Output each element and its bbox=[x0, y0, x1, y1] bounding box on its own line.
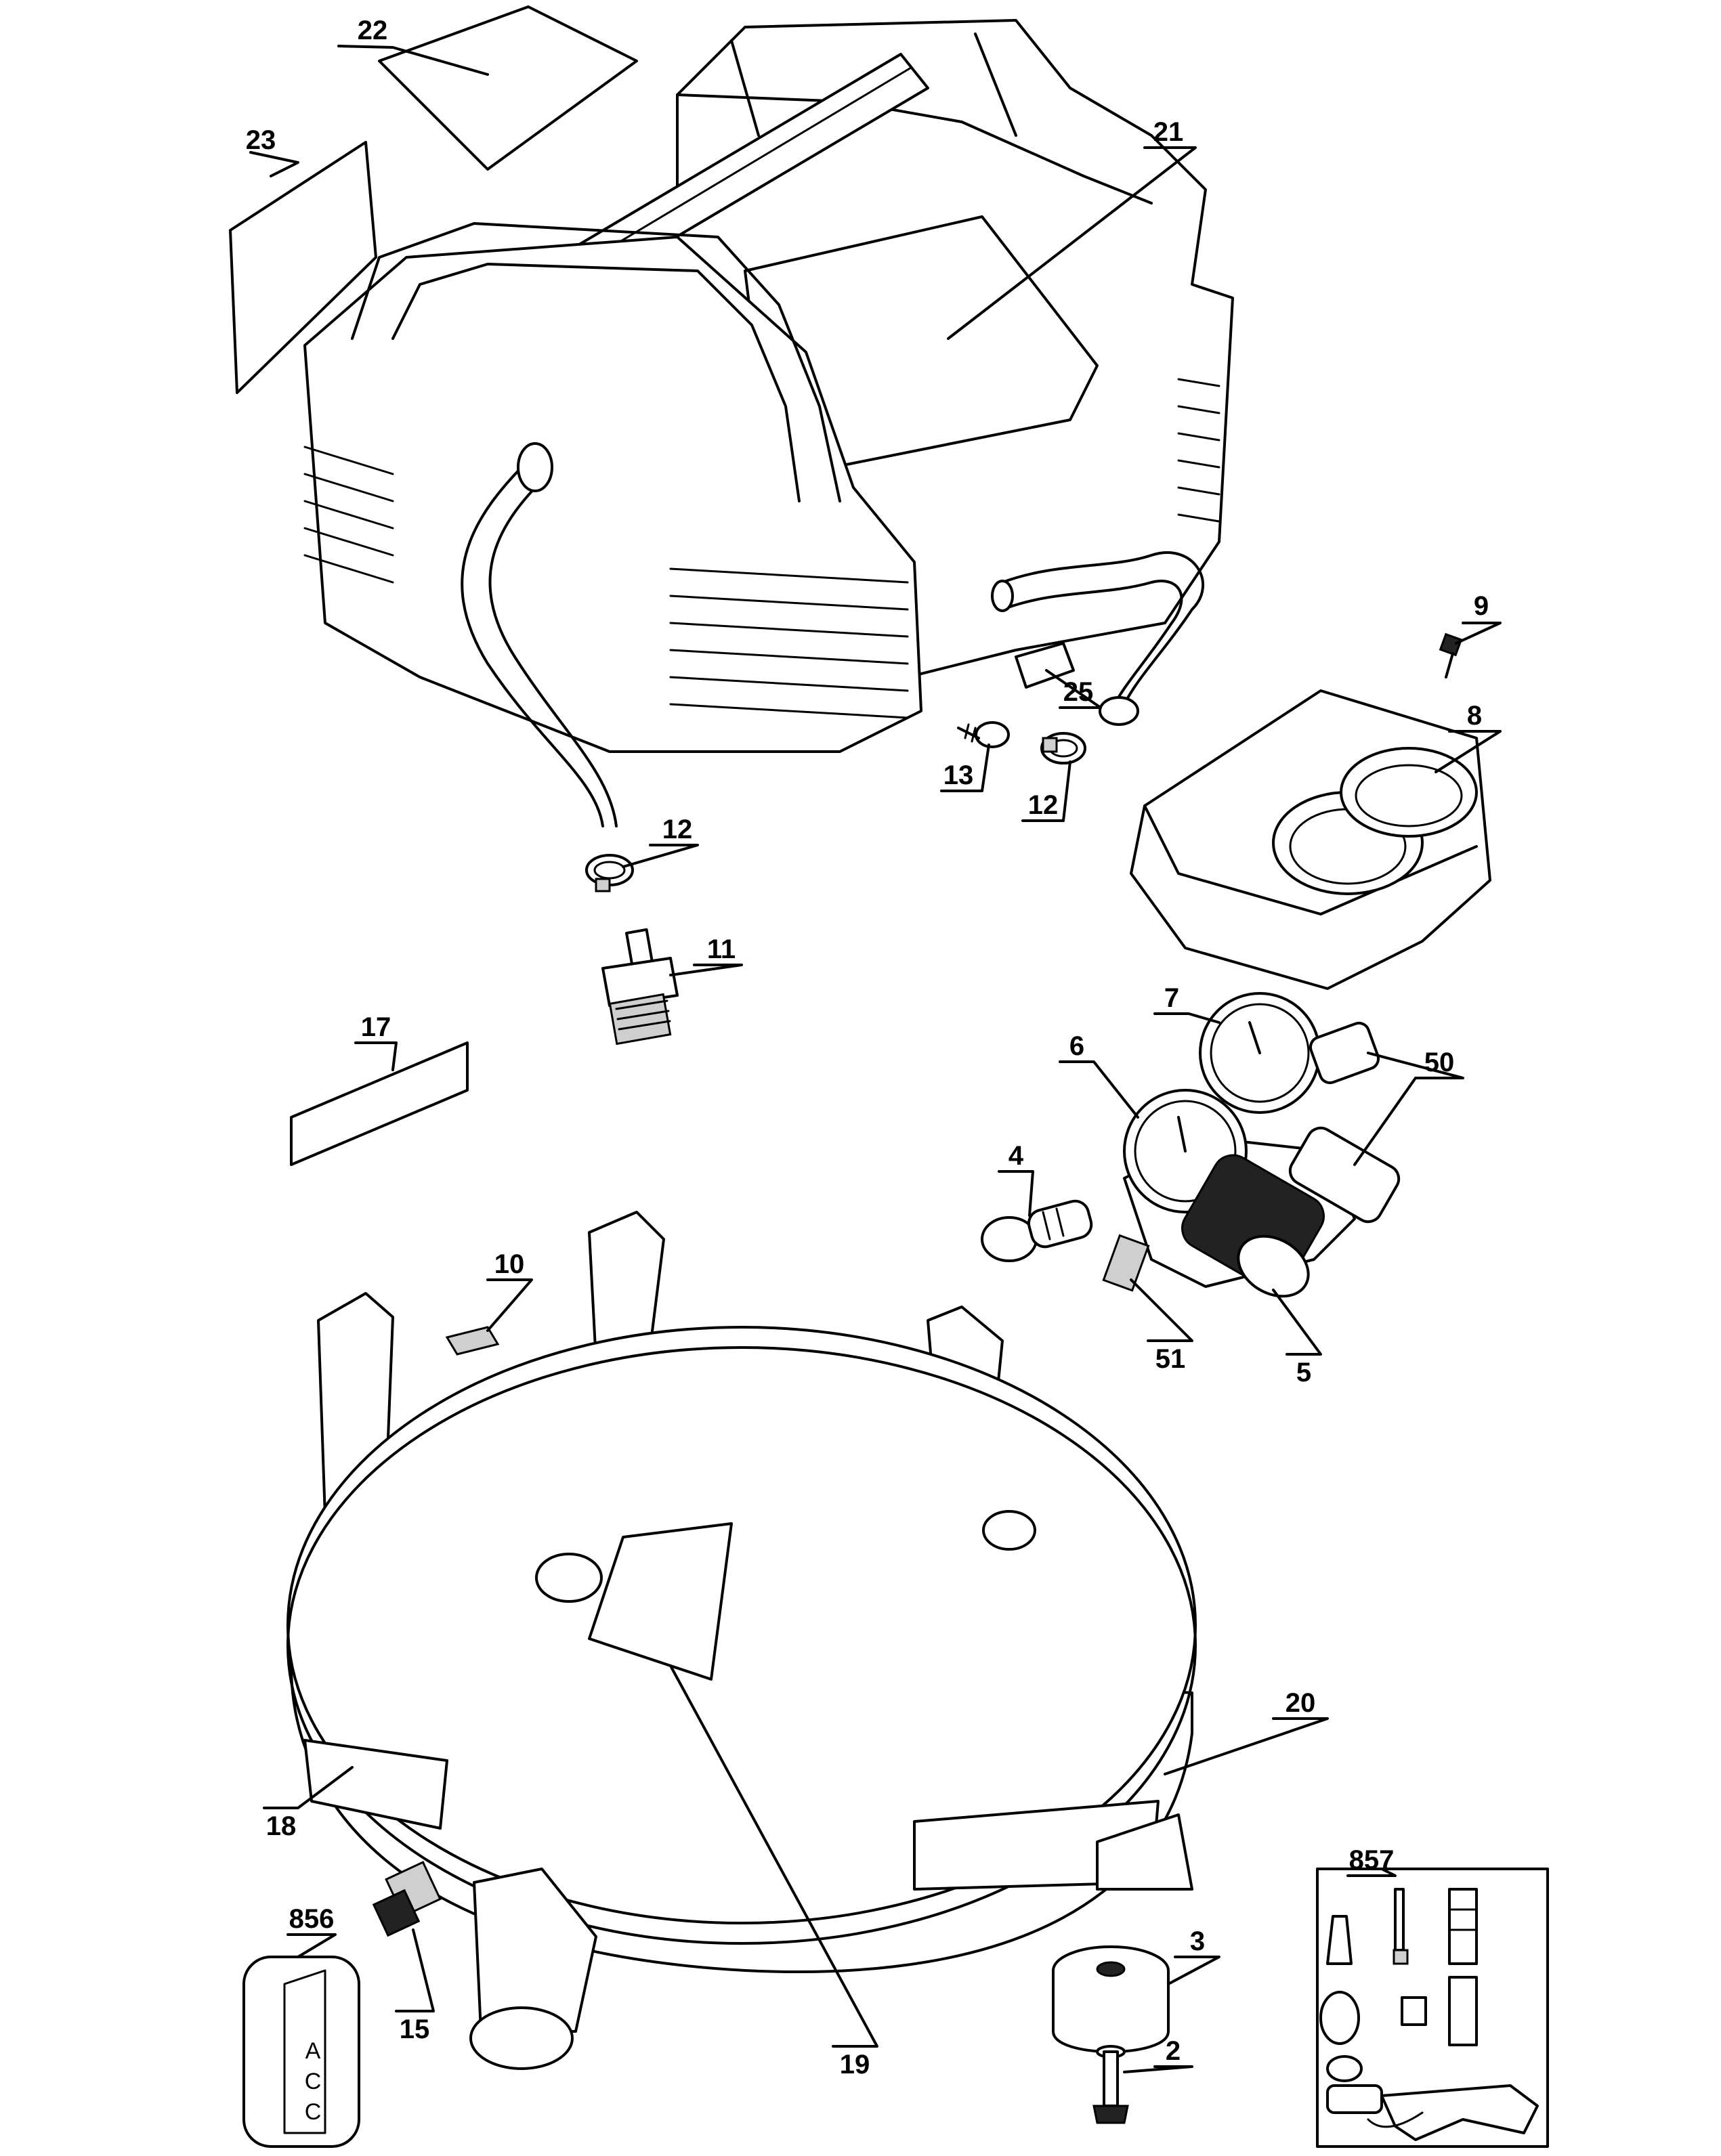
compressor-housing bbox=[303, 19, 1234, 827]
part-8-shroud bbox=[1130, 689, 1491, 990]
callout-6: 6 bbox=[1069, 1031, 1084, 1061]
label-23 bbox=[229, 141, 377, 394]
part-manifold-assembly bbox=[1102, 992, 1401, 1298]
callouts: 22 23 21 9 8 25 13 12 12 11 17 7 6 50 4 … bbox=[246, 16, 1489, 2079]
callout-13: 13 bbox=[943, 760, 974, 790]
callout-20: 20 bbox=[1286, 1688, 1316, 1718]
leader-lines bbox=[249, 45, 1502, 2073]
callout-8: 8 bbox=[1467, 701, 1482, 731]
callout-856: 856 bbox=[289, 1904, 335, 1934]
part-5-filter bbox=[1181, 1154, 1325, 1298]
callout-12-front: 12 bbox=[662, 815, 693, 844]
callout-17: 17 bbox=[361, 1012, 391, 1042]
callout-25: 25 bbox=[1063, 677, 1094, 707]
callout-22: 22 bbox=[358, 16, 388, 45]
callout-12-rear: 12 bbox=[1028, 790, 1059, 820]
callout-51: 51 bbox=[1155, 1344, 1186, 1374]
callout-4: 4 bbox=[1008, 1141, 1024, 1171]
part-4-safety-valve bbox=[981, 1199, 1093, 1262]
part-12-clamp-front bbox=[585, 854, 634, 892]
callout-18: 18 bbox=[266, 1811, 297, 1841]
callout-21: 21 bbox=[1153, 117, 1184, 147]
acc-letter-1: A bbox=[305, 2038, 321, 2064]
tank bbox=[286, 1211, 1197, 2070]
acc-letter-2: C bbox=[305, 2069, 322, 2094]
part-11-fitting bbox=[601, 928, 679, 1045]
callout-23: 23 bbox=[246, 125, 276, 155]
part-12-clamp-rear bbox=[1040, 732, 1086, 764]
callout-857: 857 bbox=[1349, 1845, 1395, 1875]
part-857-accessory-kit bbox=[1316, 1868, 1549, 2148]
part-3-rubber-foot bbox=[1052, 1945, 1170, 2053]
callout-7: 7 bbox=[1164, 983, 1179, 1013]
side-vents bbox=[669, 567, 909, 719]
callout-15: 15 bbox=[400, 2014, 430, 2044]
part-17-label bbox=[290, 1041, 469, 1166]
part-2-bolt bbox=[1092, 2045, 1129, 2124]
callout-5: 5 bbox=[1296, 1358, 1311, 1387]
part-25-label bbox=[1015, 642, 1075, 689]
callout-50: 50 bbox=[1424, 1048, 1455, 1077]
part-13-screw bbox=[957, 721, 1010, 748]
callout-19: 19 bbox=[840, 2050, 870, 2079]
callout-9: 9 bbox=[1474, 591, 1489, 621]
part-9-screw bbox=[1439, 632, 1463, 678]
acc-letter-3: C bbox=[305, 2099, 322, 2125]
callout-2: 2 bbox=[1166, 2036, 1181, 2066]
front-vents bbox=[303, 446, 394, 584]
callout-11: 11 bbox=[707, 934, 736, 964]
callout-3: 3 bbox=[1190, 1926, 1205, 1956]
part-856-acc-box: A C C bbox=[242, 1956, 360, 2148]
part-10-pad bbox=[445, 1326, 500, 1356]
label-22 bbox=[378, 5, 638, 171]
rear-vents bbox=[1177, 378, 1220, 523]
callout-10: 10 bbox=[494, 1249, 525, 1279]
